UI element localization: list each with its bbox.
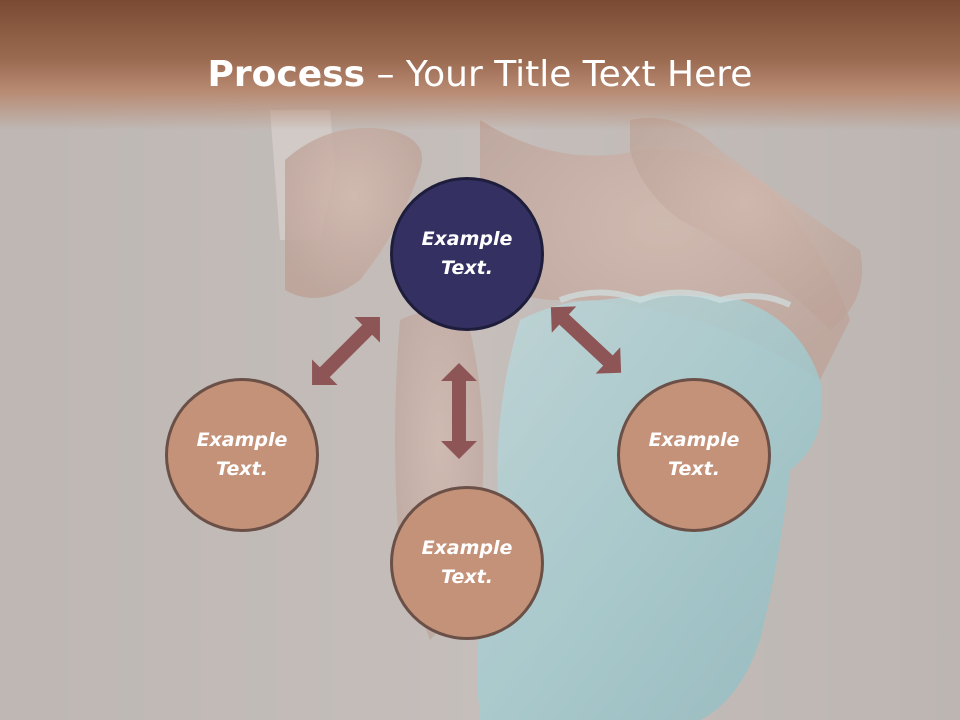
node-left: Example Text. bbox=[165, 378, 319, 532]
node-top-label: Example Text. bbox=[421, 228, 513, 279]
arrow-vertical bbox=[441, 363, 477, 459]
arrow-left-diagonal bbox=[312, 317, 380, 385]
node-right: Example Text. bbox=[617, 378, 771, 532]
title-rest: – Your Title Text Here bbox=[365, 54, 753, 95]
title-bar bbox=[0, 0, 960, 130]
node-bottom: Example Text. bbox=[390, 486, 544, 640]
title-bold: Process bbox=[207, 54, 366, 95]
slide-title: Process – Your Title Text Here bbox=[0, 50, 960, 100]
node-bottom-label: Example Text. bbox=[421, 537, 513, 588]
node-left-label: Example Text. bbox=[196, 429, 288, 480]
node-top: Example Text. bbox=[390, 177, 544, 331]
arrow-top-right bbox=[550, 306, 622, 374]
node-right-label: Example Text. bbox=[648, 429, 740, 480]
